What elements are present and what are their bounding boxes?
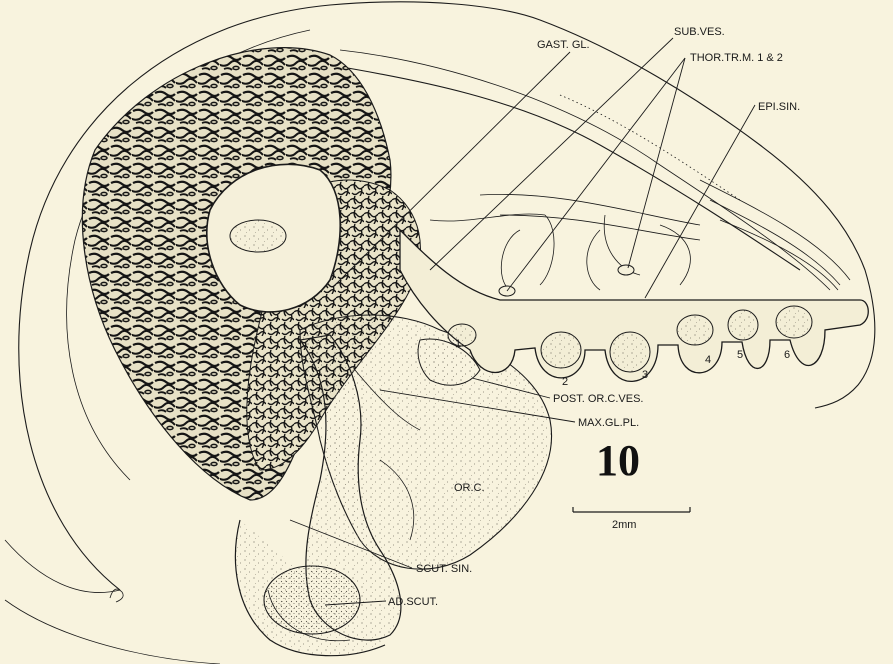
vesicle-3 (610, 332, 650, 372)
thoracic-band (480, 194, 700, 240)
vesicle-4 (677, 315, 713, 345)
vesicle-2 (541, 332, 581, 368)
sinus-chambers (501, 225, 690, 290)
label-epi-sin: EPI.SIN. (758, 101, 800, 113)
vesicle-number-6: 6 (784, 349, 790, 361)
vesicle-number-2: 2 (562, 376, 568, 388)
dorsal-ticks (560, 95, 740, 200)
vesicle-6 (776, 306, 812, 338)
label-ad-scut: AD.SCUT. (388, 596, 438, 608)
lumen-body (230, 220, 286, 252)
scale-bar: 2mm (573, 507, 690, 531)
label-post-or-c-ves: POST. OR.C.VES. (553, 393, 643, 405)
striated-muscle (700, 180, 850, 290)
scale-bar-label: 2mm (612, 519, 636, 531)
vesicle-number-4: 4 (705, 354, 711, 366)
thor-tr-insertion-2 (618, 265, 634, 275)
label-thor-tr: THOR.TR.M. 1 & 2 (690, 52, 783, 64)
vesicle-number-3: 3 (642, 369, 648, 381)
figure-number: 10 (596, 436, 640, 485)
vesicle-1 (448, 324, 476, 346)
adductor-scutorum (264, 566, 360, 634)
label-scut-sin: SCUT. SIN. (416, 563, 472, 575)
vesicle-number-1: 1 (455, 338, 461, 350)
label-or-c: OR.C. (454, 482, 485, 494)
vesicle-number-5: 5 (737, 349, 743, 361)
label-sub-ves: SUB.VES. (674, 26, 725, 38)
mantle-edge (5, 540, 220, 664)
label-max-gl-pl: MAX.GL.PL. (578, 417, 639, 429)
vesicle-5 (728, 310, 758, 340)
label-gast-gl: GAST. GL. (537, 39, 590, 51)
